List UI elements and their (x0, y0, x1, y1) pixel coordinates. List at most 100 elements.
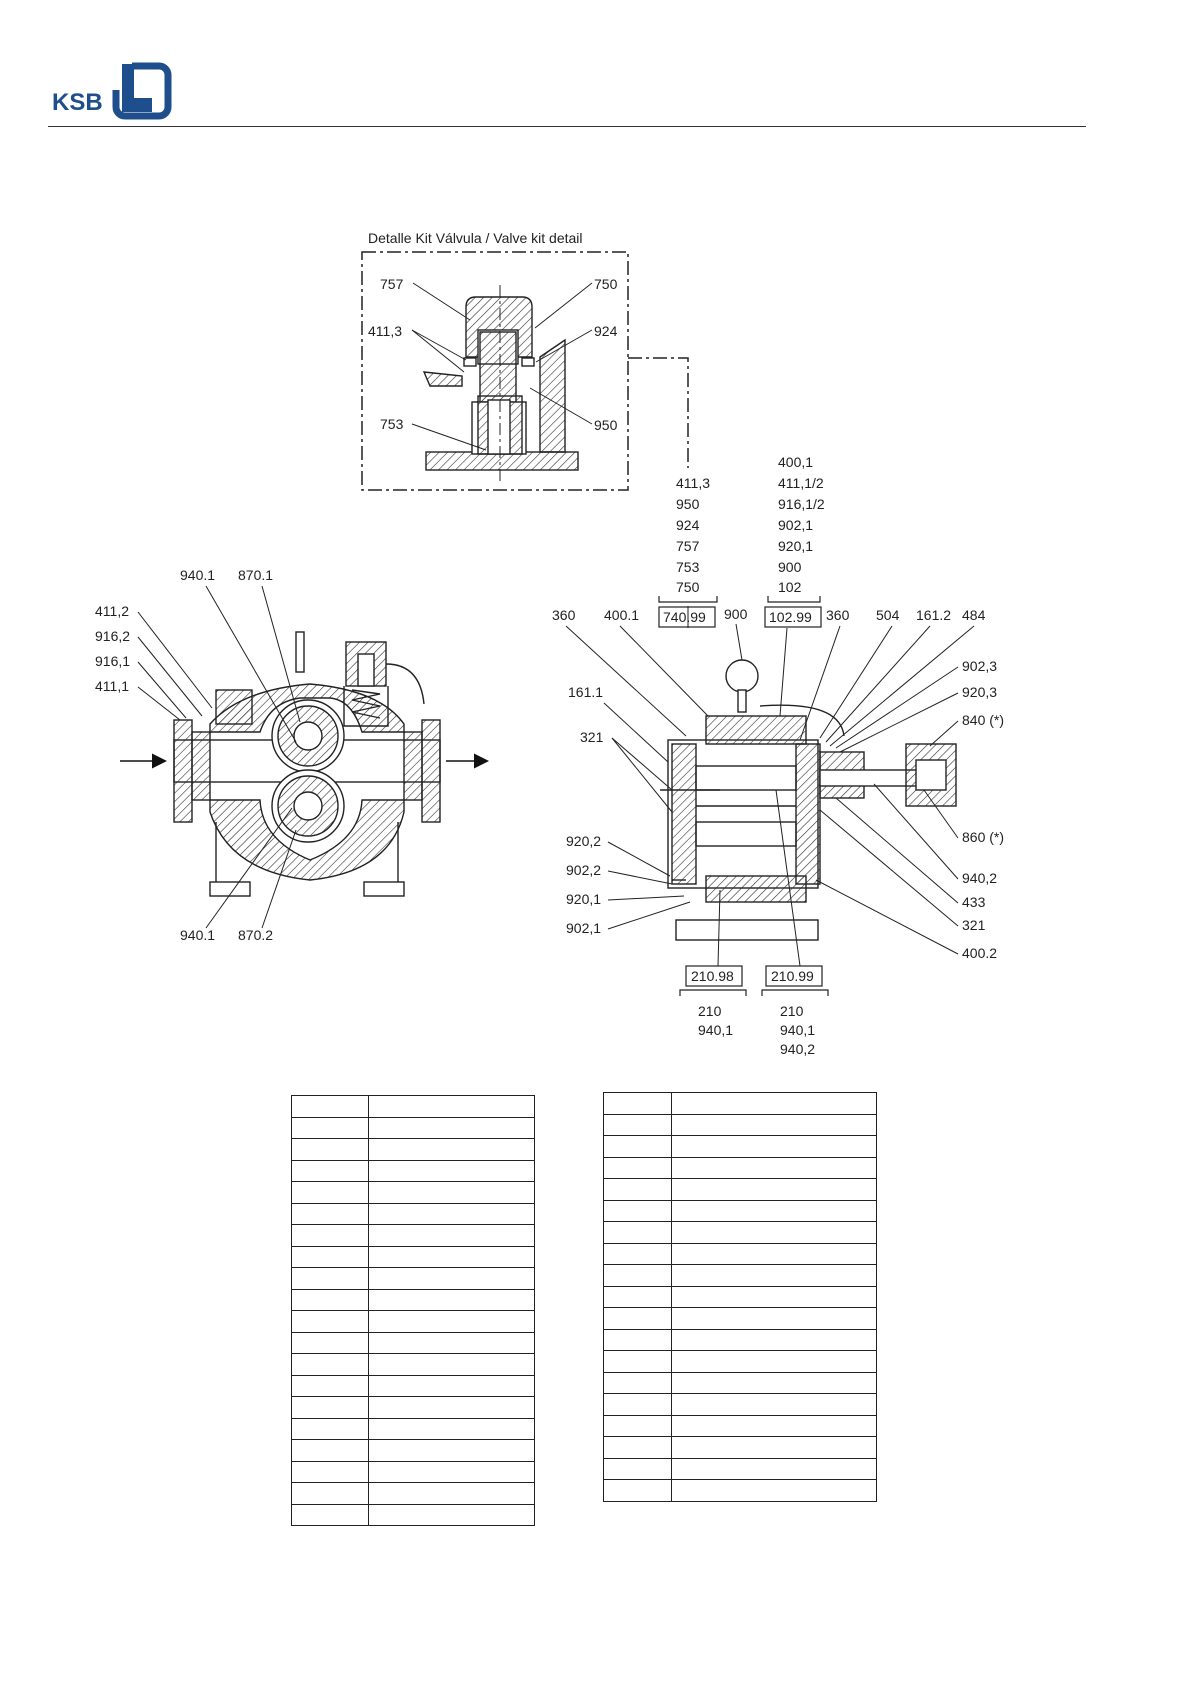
table-cell-pos (603, 1371, 672, 1394)
table-row (291, 1181, 535, 1204)
table-cell-desc (368, 1224, 535, 1247)
table-row (291, 1331, 535, 1354)
valve-kit-frame (361, 251, 629, 491)
table-cell-desc (368, 1138, 535, 1161)
table-cell-pos (603, 1178, 672, 1201)
svg-text:900: 900 (778, 559, 802, 575)
table-row (603, 1156, 877, 1179)
table-row (603, 1199, 877, 1222)
table-row (603, 1242, 877, 1265)
svg-text:411,1: 411,1 (95, 678, 129, 694)
table-cell-pos (291, 1482, 369, 1505)
table-cell-pos (291, 1267, 369, 1290)
kit-740-list: 411,3 950 924 757 753 750 (676, 475, 710, 595)
table-row (603, 1436, 877, 1459)
table-row (603, 1092, 877, 1115)
table-cell-pos (291, 1202, 369, 1225)
table-cell-desc (368, 1310, 535, 1333)
table-row (603, 1479, 877, 1502)
left-view-labels: 940.1 870.1 411,2 916,2 916,1 411,1 940.… (95, 567, 273, 943)
table-cell-desc (671, 1328, 877, 1351)
table-cell-desc (671, 1113, 877, 1136)
table-cell-pos (291, 1310, 369, 1333)
svg-text:102: 102 (778, 579, 802, 595)
table-cell-pos (603, 1242, 672, 1265)
svg-text:916,1/2: 916,1/2 (778, 496, 825, 512)
svg-text:750: 750 (594, 276, 618, 292)
svg-text:757: 757 (380, 276, 404, 292)
table-cell-pos (291, 1224, 369, 1247)
table-cell-desc (368, 1417, 535, 1440)
svg-text:940,2: 940,2 (780, 1041, 815, 1057)
table-row (291, 1417, 535, 1440)
left-view-leaders (137, 585, 301, 929)
table-cell-desc (368, 1353, 535, 1376)
svg-text:940.1: 940.1 (180, 927, 215, 943)
table-cell-pos (603, 1414, 672, 1437)
table-row (603, 1328, 877, 1351)
table-row (291, 1245, 535, 1268)
table-cell-pos (291, 1181, 369, 1204)
svg-text:504: 504 (876, 607, 900, 623)
table-cell-pos (291, 1396, 369, 1419)
svg-text:950: 950 (594, 417, 618, 433)
left-section-view (173, 631, 441, 897)
table-row (603, 1113, 877, 1136)
valve-kit-figure (422, 285, 579, 485)
svg-text:920,1: 920,1 (778, 538, 813, 554)
right-view-labels: 360 400.1 900 360 504 161.2 484 161.1 32… (552, 606, 1004, 961)
table-cell-pos (603, 1113, 672, 1136)
svg-text:411,2: 411,2 (95, 603, 129, 619)
svg-text:484: 484 (962, 607, 986, 623)
table-cell-pos (603, 1092, 672, 1115)
svg-text:161.1: 161.1 (568, 684, 603, 700)
table-cell-desc (368, 1267, 535, 1290)
table-cell-desc (368, 1374, 535, 1397)
table-row (291, 1374, 535, 1397)
table-cell-pos (291, 1116, 369, 1139)
svg-text:400.2: 400.2 (962, 945, 997, 961)
table-cell-desc (368, 1396, 535, 1419)
svg-text:950: 950 (676, 496, 700, 512)
table-row (291, 1482, 535, 1505)
table-row (603, 1307, 877, 1330)
table-cell-pos (603, 1221, 672, 1244)
svg-text:840 (*): 840 (*) (962, 712, 1004, 728)
table-row (603, 1414, 877, 1437)
svg-text:411,3: 411,3 (368, 323, 402, 339)
svg-text:902,3: 902,3 (962, 658, 997, 674)
table-cell-desc (671, 1371, 877, 1394)
table-cell-pos (291, 1331, 369, 1354)
kit-740-box (658, 606, 716, 628)
table-cell-desc (368, 1460, 535, 1483)
table-cell-pos (603, 1479, 672, 1502)
table-cell-desc (368, 1095, 535, 1118)
kit-740-code: 740.99 (663, 609, 706, 625)
table-cell-desc (671, 1199, 877, 1222)
right-view-leaders (565, 606, 975, 967)
table-row (291, 1460, 535, 1483)
table-cell-desc (671, 1242, 877, 1265)
table-cell-desc (368, 1288, 535, 1311)
kit-102-code: 102.99 (769, 609, 812, 625)
kit-210-99-code: 210.99 (771, 968, 814, 984)
svg-text:940,2: 940,2 (962, 870, 997, 886)
table-row (603, 1285, 877, 1308)
svg-text:360: 360 (826, 607, 850, 623)
table-cell-pos (291, 1503, 369, 1526)
table-cell-desc (671, 1479, 877, 1502)
table-row (291, 1138, 535, 1161)
table-cell-desc (368, 1202, 535, 1225)
svg-text:753: 753 (676, 559, 700, 575)
right-section-view (660, 659, 957, 941)
kit-210-98-list: 210 940,1 (698, 1003, 733, 1038)
sectional-drawing: Detalle Kit Válvula / Valve kit detail 7… (95, 230, 1004, 1057)
table-row (603, 1178, 877, 1201)
valve-kit-title: Detalle Kit Válvula / Valve kit detail (368, 230, 583, 246)
svg-text:940.1: 940.1 (180, 567, 215, 583)
table-cell-pos (603, 1307, 672, 1330)
svg-text:411,1/2: 411,1/2 (778, 475, 824, 491)
kit-210-98-code: 210.98 (691, 968, 734, 984)
table-row (291, 1116, 535, 1139)
header-rule (48, 126, 1086, 127)
